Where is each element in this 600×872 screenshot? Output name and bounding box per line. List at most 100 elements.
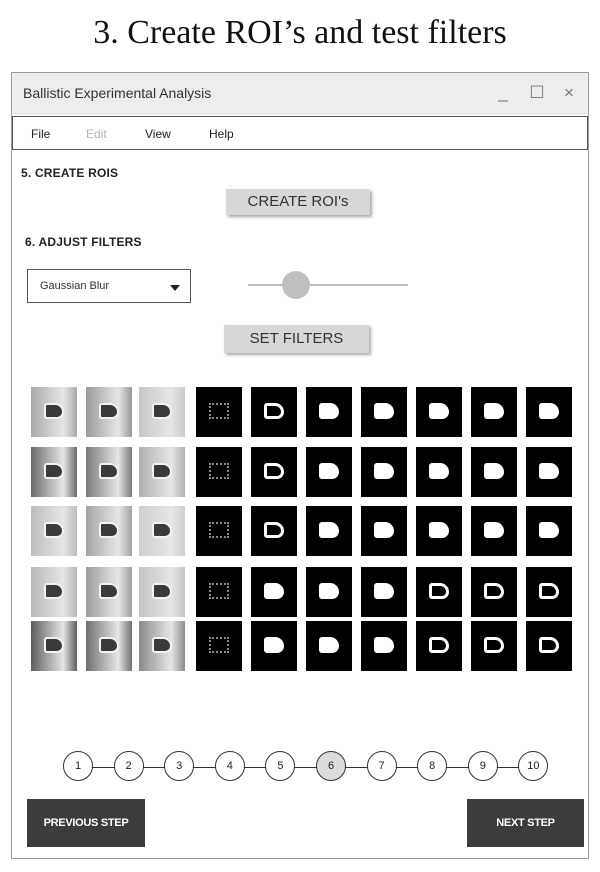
filter-preview-thumbnail (416, 506, 462, 556)
title-bar: Ballistic Experimental Analysis _ ☐ × (12, 73, 588, 115)
projectile-shape (539, 637, 559, 653)
projectile-shape (44, 463, 64, 479)
filter-preview-thumbnail (86, 506, 132, 556)
projectile-shape (152, 637, 172, 653)
projectile-shape (429, 637, 449, 653)
projectile-shape (264, 522, 284, 538)
step-5[interactable]: 5 (265, 751, 296, 781)
projectile-shape (152, 403, 172, 419)
projectile-shape (374, 522, 394, 538)
menu-edit[interactable]: Edit (86, 127, 107, 141)
menu-bar: File Edit View Help (12, 116, 588, 150)
projectile-shape (319, 522, 339, 538)
filter-preview-thumbnail (139, 567, 185, 617)
chevron-down-icon (170, 285, 180, 291)
projectile-shape (99, 522, 119, 538)
filter-preview-thumbnail (251, 567, 297, 617)
filter-preview-thumbnail (416, 387, 462, 437)
filter-preview-thumbnail (196, 567, 242, 617)
filter-preview-thumbnail (471, 387, 517, 437)
projectile-shape (264, 583, 284, 599)
projectile-shape (484, 403, 504, 419)
filter-preview-thumbnail (306, 621, 352, 671)
menu-help[interactable]: Help (209, 127, 234, 141)
projectile-shape (44, 403, 64, 419)
step-10[interactable]: 10 (518, 751, 549, 781)
projectile-shape (209, 637, 229, 653)
step-1[interactable]: 1 (63, 751, 93, 781)
set-filters-button[interactable]: SET FILTERS (224, 325, 369, 353)
filter-preview-thumbnail (196, 621, 242, 671)
filter-preview-thumbnail (416, 621, 462, 671)
menu-view[interactable]: View (145, 127, 171, 141)
next-step-button[interactable]: NEXT STEP (467, 799, 584, 847)
filter-preview-thumbnail (526, 447, 572, 497)
step-4[interactable]: 4 (214, 751, 245, 781)
projectile-shape (374, 403, 394, 419)
filter-preview-thumbnail (306, 447, 352, 497)
filter-preview-thumbnail (196, 387, 242, 437)
filter-preview-thumbnail (526, 567, 572, 617)
filter-preview-thumbnail (251, 506, 297, 556)
filter-type-value: Gaussian Blur (40, 280, 110, 292)
projectile-shape (319, 637, 339, 653)
filter-preview-thumbnail (196, 447, 242, 497)
step-9[interactable]: 9 (467, 751, 498, 781)
projectile-shape (209, 403, 229, 419)
filter-preview-thumbnail (251, 387, 297, 437)
filter-preview-thumbnail (361, 506, 407, 556)
close-button[interactable]: × (564, 83, 574, 102)
create-rois-button[interactable]: CREATE ROI's (226, 189, 370, 215)
filter-preview-thumbnail (306, 506, 352, 556)
filter-preview-thumbnail (31, 567, 77, 617)
projectile-shape (319, 583, 339, 599)
projectile-shape (264, 463, 284, 479)
filter-preview-thumbnail (251, 621, 297, 671)
menu-file[interactable]: File (31, 127, 51, 141)
filter-preview-thumbnail (306, 387, 352, 437)
projectile-shape (429, 583, 449, 599)
step-3[interactable]: 3 (164, 751, 195, 781)
filter-preview-thumbnail (471, 567, 517, 617)
projectile-shape (209, 583, 229, 599)
filter-preview-thumbnail (526, 621, 572, 671)
projectile-shape (152, 583, 172, 599)
window-title: Ballistic Experimental Analysis (23, 85, 212, 101)
projectile-shape (152, 522, 172, 538)
filter-preview-thumbnail (86, 387, 132, 437)
projectile-shape (319, 403, 339, 419)
projectile-shape (374, 583, 394, 599)
filter-type-select[interactable]: Gaussian Blur (27, 269, 191, 303)
filter-preview-thumbnail (361, 447, 407, 497)
projectile-shape (264, 403, 284, 419)
step-6[interactable]: 6 (316, 751, 346, 781)
projectile-shape (484, 583, 504, 599)
filter-preview-thumbnail (139, 387, 185, 437)
app-window: Ballistic Experimental Analysis _ ☐ × Fi… (11, 72, 589, 859)
projectile-shape (99, 583, 119, 599)
step-7[interactable]: 7 (366, 751, 397, 781)
projectile-shape (539, 522, 559, 538)
projectile-shape (374, 637, 394, 653)
maximize-button[interactable]: ☐ (529, 83, 545, 102)
filter-preview-thumbnail (86, 621, 132, 671)
filter-preview-thumbnail (31, 447, 77, 497)
filter-preview-thumbnail (416, 447, 462, 497)
projectile-shape (152, 463, 172, 479)
filter-preview-thumbnail (526, 506, 572, 556)
step-2[interactable]: 2 (113, 751, 144, 781)
filter-preview-thumbnail (526, 387, 572, 437)
filter-strength-slider[interactable] (248, 284, 408, 286)
filter-preview-thumbnail (361, 621, 407, 671)
slider-thumb[interactable] (282, 271, 310, 299)
filter-preview-thumbnail (196, 506, 242, 556)
step-8[interactable]: 8 (417, 751, 448, 781)
filter-preview-thumbnail (31, 621, 77, 671)
filter-preview-thumbnail (361, 567, 407, 617)
previous-step-button[interactable]: PREVIOUS STEP (27, 799, 145, 847)
projectile-shape (539, 463, 559, 479)
projectile-shape (44, 637, 64, 653)
minimize-button[interactable]: _ (498, 83, 508, 102)
filter-preview-thumbnail (86, 567, 132, 617)
projectile-shape (429, 403, 449, 419)
